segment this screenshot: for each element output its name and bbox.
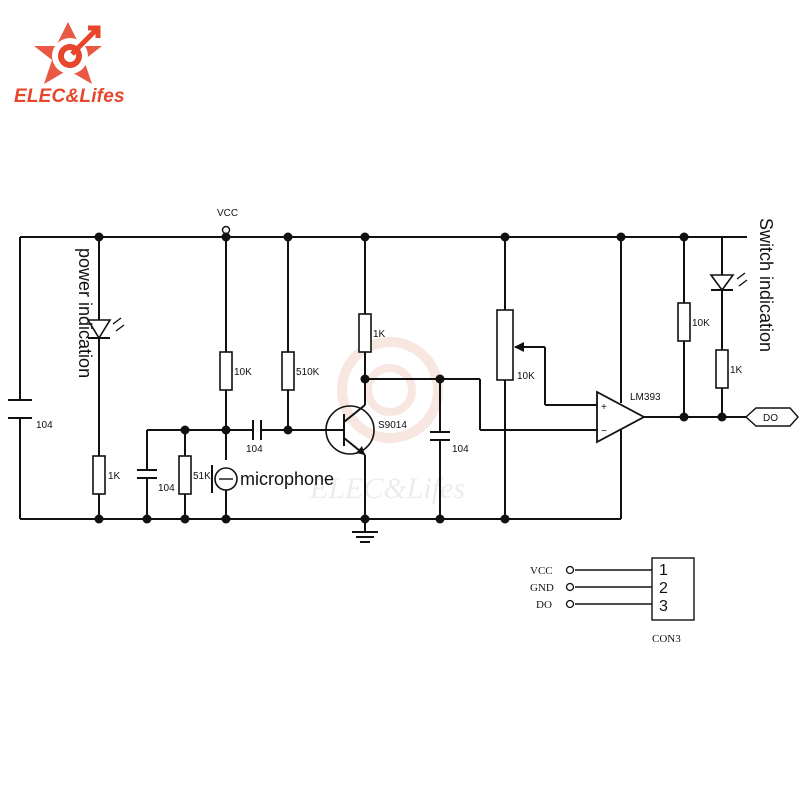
brand-name: ELEC&Lifes xyxy=(14,86,125,107)
resistor-510k xyxy=(281,351,295,391)
svg-text:−: − xyxy=(601,426,607,437)
capacitor-c1: 104 xyxy=(8,399,53,431)
resistor-pullup xyxy=(677,302,691,342)
connector-name: CON3 xyxy=(652,633,681,645)
transistor-icon xyxy=(325,404,375,456)
switch-indication-label: Switch indication xyxy=(756,218,776,352)
output-port xyxy=(744,407,799,427)
svg-text:VCC: VCC xyxy=(217,208,238,219)
svg-text:1K: 1K xyxy=(108,471,121,482)
connector-pin-label: GND xyxy=(530,582,554,594)
svg-text:10K: 10K xyxy=(234,367,252,378)
svg-text:LM393: LM393 xyxy=(630,392,661,403)
potentiometer xyxy=(496,309,514,381)
resistor-vcc-10k xyxy=(219,351,233,391)
svg-text:510K: 510K xyxy=(296,367,320,378)
connector-pin-label: VCC xyxy=(530,565,553,577)
svg-text:51K: 51K xyxy=(193,471,211,482)
svg-text:104: 104 xyxy=(158,483,175,494)
connector-pin-number: 3 xyxy=(659,598,668,615)
switch-led-icon xyxy=(709,272,748,292)
connector-con3: VCC GND DO 1 2 3 CON3 xyxy=(530,557,695,645)
connector-pin-number: 2 xyxy=(659,580,668,597)
svg-text:DO: DO xyxy=(763,413,778,424)
connector-pin-number: 1 xyxy=(659,562,668,579)
svg-text:104: 104 xyxy=(246,444,263,455)
svg-text:1K: 1K xyxy=(373,329,386,340)
svg-text:10K: 10K xyxy=(517,371,535,382)
svg-text:10K: 10K xyxy=(692,318,710,329)
svg-text:+: + xyxy=(601,402,607,413)
power-indication-label: power indication xyxy=(75,248,95,378)
svg-text:104: 104 xyxy=(36,420,53,431)
junction-dots xyxy=(94,232,727,524)
resistor-collector xyxy=(358,313,372,353)
resistor-led xyxy=(92,455,106,495)
resistor-led2 xyxy=(715,349,729,389)
ground-icon xyxy=(352,531,378,543)
resistor-51k xyxy=(178,455,192,495)
svg-text:1K: 1K xyxy=(730,365,743,376)
comparator-icon xyxy=(596,390,646,444)
microphone-label: microphone xyxy=(240,469,334,489)
svg-text:S9014: S9014 xyxy=(378,420,407,431)
connector-pin-label: DO xyxy=(536,599,552,611)
svg-text:104: 104 xyxy=(452,444,469,455)
microphone-icon xyxy=(211,465,238,493)
brand-logo-icon xyxy=(34,22,102,84)
